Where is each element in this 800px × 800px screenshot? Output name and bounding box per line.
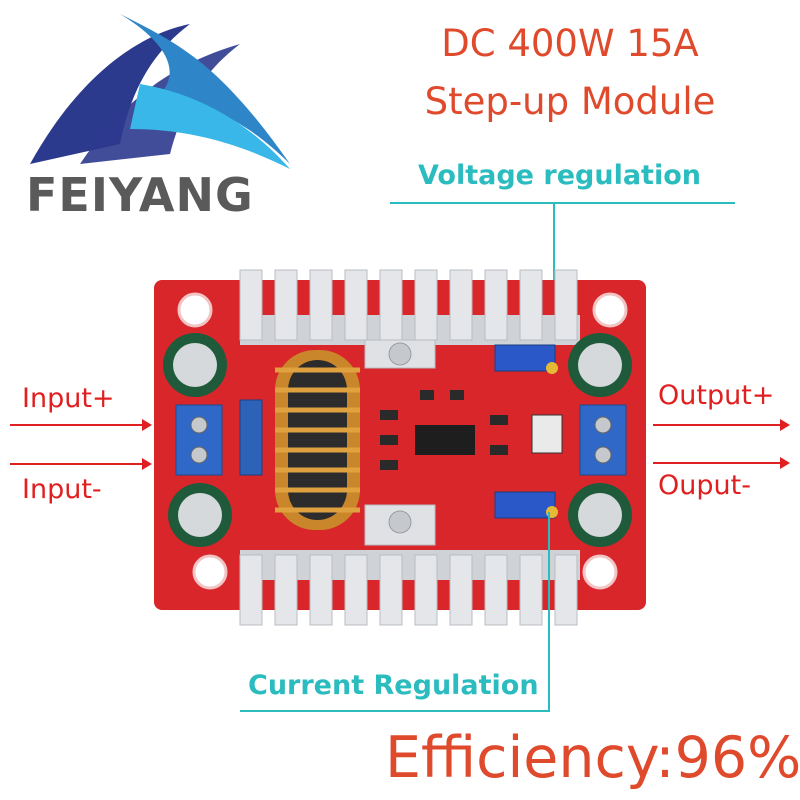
capacitor-icon [568, 333, 632, 397]
smd-part [380, 460, 398, 470]
capacitor-icon [163, 333, 227, 397]
diode [239, 399, 263, 476]
smd-part [490, 445, 508, 455]
mount-hole-icon [192, 554, 228, 590]
input-terminal-block [175, 404, 223, 476]
current-callout-leader [548, 512, 550, 710]
output-plus-arrow [653, 419, 790, 431]
output-terminal-block [579, 404, 627, 476]
input-minus-arrow [10, 458, 152, 470]
input-plus-label: Input+ [22, 383, 115, 414]
smd-part [450, 390, 464, 400]
step-up-module-board [154, 269, 646, 626]
capacitor-icon [168, 483, 232, 547]
smd-part [380, 435, 398, 445]
output-plus-label: Output+ [658, 380, 775, 411]
mount-hole-icon [177, 292, 213, 328]
inductor-coil-icon [275, 350, 360, 530]
product-title-line-2: Step-up Module [424, 80, 716, 123]
voltage-regulation-label: Voltage regulation [418, 160, 701, 191]
control-ic [415, 425, 475, 455]
input-minus-label: Input- [22, 474, 102, 505]
current-callout-underline [240, 710, 550, 712]
input-plus-arrow [10, 419, 152, 431]
feiyang-logo-icon [30, 14, 290, 169]
smd-part [420, 390, 434, 400]
mount-hole-icon [592, 292, 628, 328]
top-heatsink [239, 269, 580, 369]
capacitor-icon [568, 483, 632, 547]
voltage-potentiometer-icon [494, 344, 558, 374]
current-regulation-label: Current Regulation [248, 670, 539, 701]
smd-part [380, 410, 398, 420]
bottom-heatsink [239, 504, 580, 626]
output-minus-label: Ouput- [658, 470, 751, 501]
shunt-resistor [531, 414, 563, 454]
brand-name: FEIYANG [26, 168, 254, 222]
mount-hole-icon [582, 554, 618, 590]
efficiency-label: Efficiency:96% [385, 725, 800, 791]
output-minus-arrow [653, 457, 790, 469]
smd-part [490, 415, 508, 425]
voltage-callout-underline [390, 202, 735, 204]
product-title-line-1: DC 400W 15A [441, 22, 699, 65]
